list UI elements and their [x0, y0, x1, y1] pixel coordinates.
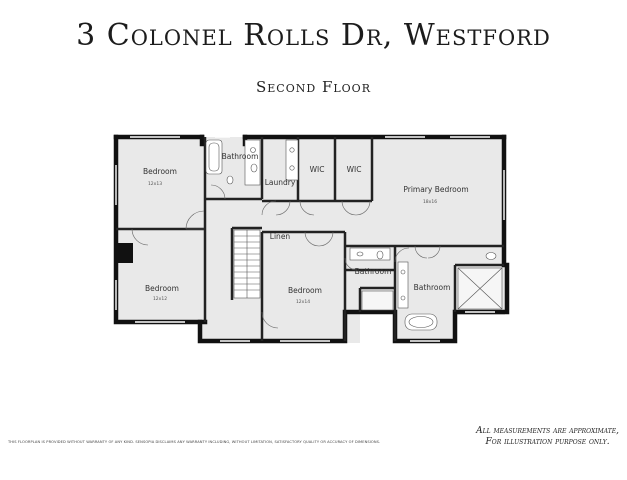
label-bathroom-small: Bathroom: [355, 267, 392, 276]
label-laundry: Laundry: [265, 178, 296, 187]
room-labels: Bedroom 12x13 Bathroom Laundry WIC WIC P…: [143, 152, 469, 305]
vanity-top: [244, 139, 261, 186]
disclaimer-text: THIS FLOORPLAN IS PROVIDED WITHOUT WARRA…: [8, 440, 381, 444]
measurement-note: All measurements are approximate, For il…: [476, 426, 619, 448]
doors: [131, 184, 441, 329]
fixtures: [205, 139, 503, 331]
laundry-sinks: [285, 139, 299, 181]
vanity-primary: [397, 261, 409, 309]
dim-bedroom-center: 12x14: [296, 299, 310, 305]
label-primary-bedroom: Primary Bedroom: [403, 185, 468, 194]
interior-walls: [116, 137, 504, 341]
label-wic-1: WIC: [310, 165, 325, 174]
label-bedroom-nw: Bedroom: [143, 167, 177, 176]
label-linen: Linen: [270, 232, 291, 241]
label-wic-2: WIC: [347, 165, 362, 174]
dim-bedroom-sw: 12x12: [153, 296, 167, 302]
page-title: 3 Colonel Rolls Dr, Westford: [76, 18, 551, 53]
measurement-note-line-2: For illustration purpose only.: [485, 437, 610, 447]
label-bedroom-center: Bedroom: [288, 286, 322, 295]
label-bathroom-primary: Bathroom: [414, 283, 451, 292]
chimney-block: [116, 243, 133, 263]
dim-bedroom-nw: 12x13: [148, 181, 162, 187]
toilet-top: [226, 175, 234, 185]
floor-subtitle: Second Floor: [256, 78, 371, 96]
label-bathroom-top: Bathroom: [222, 152, 259, 161]
staircase: [233, 229, 261, 299]
measurement-note-line-1: All measurements are approximate,: [476, 426, 619, 436]
vanity-small: [349, 247, 391, 261]
shower-small: [361, 290, 394, 311]
toilet-primary: [485, 252, 497, 260]
windows: [115, 136, 505, 342]
dim-primary-bedroom: 18x16: [423, 199, 437, 205]
label-bedroom-sw: Bedroom: [145, 284, 179, 293]
